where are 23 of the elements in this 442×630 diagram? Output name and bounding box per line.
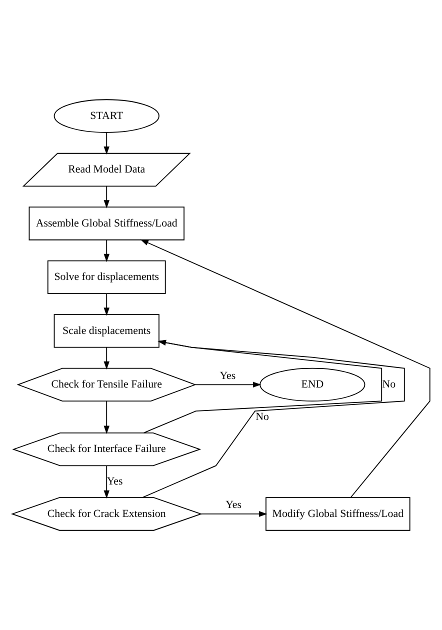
arrow: [104, 186, 110, 208]
node-box: Assemble Global Stiffness/Load: [28, 206, 184, 240]
node-box: Scale displacements: [54, 314, 160, 348]
arrow: [194, 382, 262, 388]
arrow: [140, 239, 430, 498]
edge-label: No: [382, 378, 396, 390]
arrow: [142, 340, 405, 498]
edge-label: Yes: [106, 475, 123, 488]
arrow: [104, 132, 110, 155]
arrow: [104, 465, 110, 499]
node-ellipse: START: [54, 99, 160, 133]
arrow: [104, 346, 110, 370]
arrow: [200, 511, 268, 517]
edge-label: Yes: [220, 370, 236, 382]
edge-label: Yes: [226, 499, 242, 512]
arrow: [104, 240, 110, 262]
node-box: Solve for displacements: [47, 260, 166, 294]
arrow: [104, 400, 110, 434]
node-box: Modify Global Stiffness/Load: [266, 497, 410, 531]
node-ellipse: END: [260, 368, 366, 402]
arrow: [104, 293, 110, 316]
edge-label: No: [256, 410, 270, 423]
arrow: [143, 340, 382, 434]
